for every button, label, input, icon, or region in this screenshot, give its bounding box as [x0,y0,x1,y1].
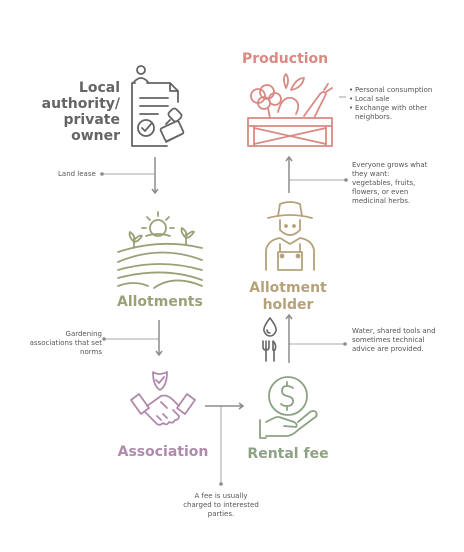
allotments-label: Allotments [117,294,203,310]
garden-tools-icon [262,340,277,362]
everyone-grows-annotation: Everyone grows what they want: vegetable… [352,161,428,205]
farmer-icon [265,201,315,271]
gardening-associations-annotation: Gardening associations that set norms [29,330,102,356]
production-label: Production [242,51,329,67]
contract-stamp-icon [131,65,185,147]
association-label: Association [117,444,209,460]
list-item: Personal consumption [349,86,439,95]
resources-annotation: Water, shared tools and sometimes techni… [352,327,436,353]
vegetable-crate-icon [247,73,333,147]
fee-note-annotation: A fee is usually charged to interested p… [183,492,259,518]
list-item: Local sale [349,95,439,104]
allotment-holder-label: Allotment holder [249,280,327,313]
hand-coin-icon [259,376,318,439]
sun-fields-icon [117,211,203,289]
handshake-shield-icon [130,371,196,426]
rental-fee-label: Rental fee [247,446,329,462]
land-lease-annotation: Land lease [58,170,96,178]
production-uses-list: Personal consumption Local sale Exchange… [349,86,439,122]
water-drop-icon [263,317,277,337]
authority-label: Local authority/ private owner [41,80,120,144]
list-item: Exchange with other neighbors. [349,104,439,122]
